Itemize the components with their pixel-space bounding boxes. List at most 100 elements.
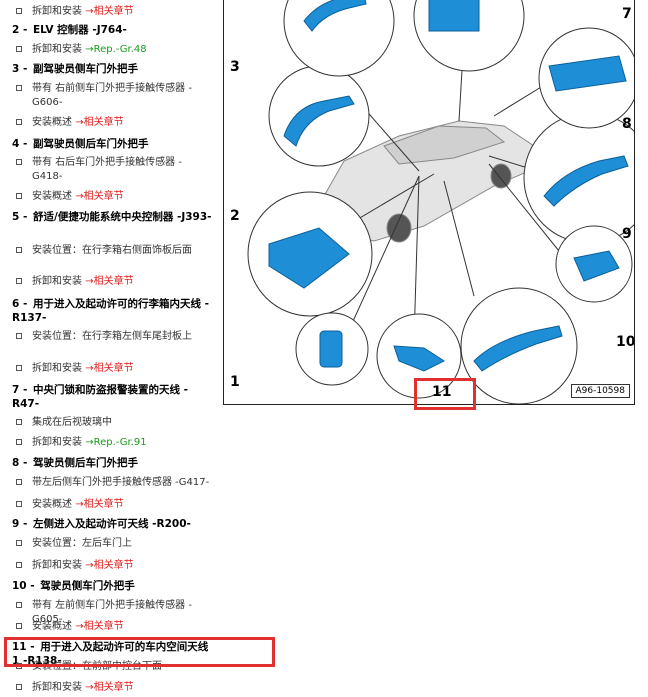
item-number: 6 - [12,298,28,310]
arrow-icon: → [85,44,94,55]
item-title: 5 - 舒适/便捷功能系统中央控制器 -J393- [12,210,212,224]
reference-link[interactable]: →相关章节 [85,6,133,17]
item-sub-line: 安装概述 →相关章节 [16,190,212,204]
item-title-text: 舒适/便捷功能系统中央控制器 -J393- [32,211,212,223]
callout-11-highlight [414,378,476,410]
sub-text: 安装概述 [32,621,72,632]
item-sub-line: 带有 右前侧车门外把手接触传感器 -G606- [16,82,212,110]
item-title: 11 - 用于进入及起动许可的车内空间天线 1 -R138- [12,640,212,668]
parts [268,0,629,372]
item-sub-line: 拆卸和安装 →Rep.-Gr.91 [16,436,212,450]
item-number: 4 - [12,138,28,150]
item-number: 5 - [12,211,28,223]
item-number: 8 - [12,457,28,469]
reference-link[interactable]: →Rep.-Gr.91 [85,437,146,448]
callout-8: 8 [622,116,632,132]
item-title-text: 副驾驶员侧车门外把手 [32,63,138,75]
sub-text: 集成在后视玻璃中 [32,417,112,428]
sub-text: 安装位置：在行李箱右侧面饰板后面 [32,245,192,256]
sub-text: 拆卸和安装 [32,560,82,571]
item-number: 11 - [12,641,35,653]
item-number: 10 - [12,580,35,592]
sub-text: 带左后侧车门外把手接触传感器 -G417- [32,477,210,488]
checkbox-bullet-icon [16,684,22,690]
component-location-figure: 3 2 1 7 8 9 10 A96-10598 [223,0,635,405]
checkbox-bullet-icon [16,602,22,608]
item-title-text: 左侧进入及起动许可天线 -R200- [32,518,191,530]
part-top-left [303,0,367,32]
checkbox-bullet-icon [16,46,22,52]
reference-link[interactable]: →相关章节 [75,117,123,128]
checkbox-bullet-icon [16,540,22,546]
arrow-icon: → [75,499,84,510]
checkbox-bullet-icon [16,419,22,425]
item-title-text: 中央门锁和防盗报警装置的天线 -R47- [12,384,188,410]
callout-2: 2 [230,208,240,224]
reference-text: 相关章节 [93,682,134,693]
part-1-sensor [319,330,343,368]
item-title: 9 - 左侧进入及起动许可天线 -R200- [12,517,212,531]
item-sub-line: 带有 右后车门外把手接触传感器 -G418- [16,156,212,184]
checkbox-bullet-icon [16,623,22,629]
sub-text: 安装概述 [32,191,72,202]
item-title-text: 驾驶员侧车门外把手 [40,580,135,592]
item-number: 9 - [12,518,28,530]
checkbox-bullet-icon [16,8,22,14]
part-7-antenna [548,55,627,92]
item-title: 6 - 用于进入及起动许可的行李箱内天线 -R137- [12,297,212,325]
item-sub-line: 安装概述 →相关章节 [16,620,212,634]
reference-text: Rep.-Gr.48 [93,44,147,55]
item-title-text: 副驾驶员侧后车门外把手 [32,138,149,150]
item-title: 3 - 副驾驶员侧车门外把手 [12,62,212,76]
reference-link[interactable]: →相关章节 [75,621,123,632]
part-top-mid [428,0,480,32]
sub-text: 带有 右前侧车门外把手接触传感器 -G606- [32,83,192,108]
callout-3: 3 [230,59,240,75]
item-sub-line: 带有 左前侧车门外把手接触传感器 -G605- [16,599,212,627]
item-title: 2 - ELV 控制器 -J764- [12,23,212,37]
checkbox-bullet-icon [16,501,22,507]
arrow-icon: → [75,191,84,202]
callout-9: 9 [622,226,632,242]
checkbox-bullet-icon [16,85,22,91]
item-number: 2 - [12,24,28,36]
arrow-icon: → [85,363,94,374]
arrow-icon: → [85,6,94,17]
reference-text: 相关章节 [93,363,134,374]
item-11-highlight [4,637,275,667]
reference-link[interactable]: →Rep.-Gr.48 [85,44,146,55]
reference-link[interactable]: →相关章节 [85,276,133,287]
item-sub-line: 拆卸和安装 →相关章节 [16,559,212,573]
item-title: 10 - 驾驶员侧车门外把手 [12,579,212,593]
part-9-antenna [573,250,620,282]
sub-text: 安装概述 [32,117,72,128]
part-11-antenna [393,345,446,372]
sub-text: 拆卸和安装 [32,437,82,448]
sub-text: 安装位置：左后车门上 [32,538,132,549]
sub-text: 拆卸和安装 [32,276,82,287]
reference-text: 相关章节 [93,276,134,287]
reference-link[interactable]: →相关章节 [75,499,123,510]
reference-link[interactable]: →相关章节 [85,363,133,374]
sub-text: 拆卸和安装 [32,682,82,693]
item-sub-line: 安装位置：左后车门上 [16,537,212,551]
reference-link[interactable]: →相关章节 [85,682,133,693]
item-sub-line: 安装位置：在行李箱右侧面饰板后面 [16,244,212,258]
callout-10: 10 [616,334,635,350]
figure-id: A96-10598 [570,384,630,398]
sub-text: 拆卸和安装 [32,363,82,374]
reference-text: 相关章节 [83,499,124,510]
item-title: 4 - 副驾驶员侧后车门外把手 [12,137,212,151]
reference-text: Rep.-Gr.91 [93,437,147,448]
item-title-text: ELV 控制器 -J764- [32,24,127,36]
reference-link[interactable]: →相关章节 [75,191,123,202]
item-number: 3 - [12,63,28,75]
figure-drawing [247,0,634,404]
item-sub-line: 带左后侧车门外把手接触传感器 -G417- [16,476,212,490]
checkbox-bullet-icon [16,247,22,253]
reference-text: 相关章节 [93,6,134,17]
checkbox-bullet-icon [16,365,22,371]
reference-link[interactable]: →相关章节 [85,560,133,571]
item-title-text: 驾驶员侧后车门外把手 [32,457,138,469]
item-title: 7 - 中央门锁和防盗报警装置的天线 -R47- [12,383,212,411]
